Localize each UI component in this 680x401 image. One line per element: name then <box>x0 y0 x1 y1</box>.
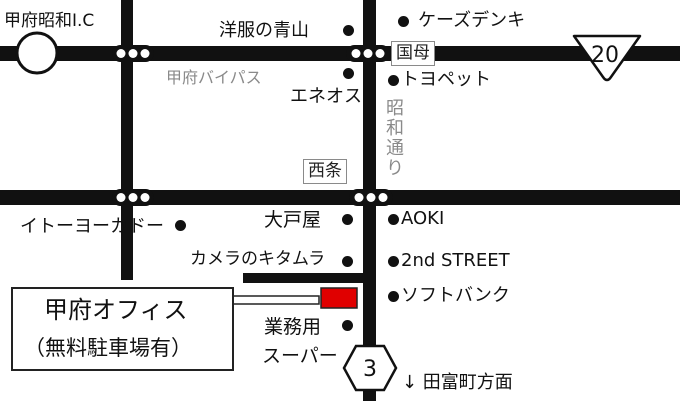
label-gyomu-super-line1: 業務用 <box>264 316 322 338</box>
label-kssdenki: ケーズデンキ <box>418 10 526 31</box>
label-tatomi-direction: ↓ 田富町方面 <box>402 372 513 393</box>
label-ootoya: 大戸屋 <box>264 209 322 231</box>
label-aoki: AOKI <box>401 208 445 229</box>
office-callout-line <box>234 295 320 305</box>
office-name: 甲府オフィス <box>44 296 188 324</box>
ic-label: 甲府昭和I.C <box>4 11 95 31</box>
label-kofu-bypass: 甲府バイパス <box>166 68 262 87</box>
label-kitamura: カメラのキタムラ <box>190 249 326 269</box>
traffic-signal-kokubo <box>346 45 390 62</box>
dot-eneos <box>343 68 354 79</box>
route-3-number: 3 <box>363 357 377 382</box>
office-callout <box>11 287 234 371</box>
middle-road <box>0 190 680 205</box>
dot-aoki <box>388 214 399 225</box>
label-second-street: 2nd STREET <box>401 250 510 271</box>
label-showa-dori: 昭和通り <box>386 98 404 179</box>
label-yofuku-aoyama: 洋服の青山 <box>219 20 309 41</box>
intersection-saijo: 西条 <box>303 159 347 184</box>
traffic-signal-saijo <box>349 189 393 206</box>
office-marker <box>320 287 358 309</box>
route-20-sign <box>572 34 642 82</box>
dot-kssdenki <box>398 16 409 27</box>
dot-itoyokado <box>175 220 186 231</box>
left-road <box>121 0 133 280</box>
route-20-number: 20 <box>591 43 619 68</box>
dot-ootoya <box>342 214 353 225</box>
dot-kitamura <box>342 256 353 267</box>
dot-second-street <box>388 256 399 267</box>
dot-toyopet <box>388 75 399 86</box>
office-parking-note: （無料駐車場有） <box>24 336 192 360</box>
side-street <box>243 273 363 283</box>
dot-gyomu-super <box>342 320 353 331</box>
kofu-bypass-road <box>0 46 680 61</box>
label-itoyokado: イトーヨーカドー <box>20 216 164 237</box>
label-eneos: エネオス <box>290 86 362 107</box>
label-gyomu-super-line2: スーパー <box>262 345 338 367</box>
dot-yofuku-aoyama <box>343 25 354 36</box>
route-3-sign <box>342 344 398 392</box>
dot-softbank <box>388 291 399 302</box>
intersection-kokubo: 国母 <box>391 41 435 66</box>
label-softbank: ソフトバンク <box>401 285 510 306</box>
ic-circle <box>15 31 59 75</box>
label-toyopet: トヨペット <box>401 69 491 90</box>
traffic-signal-top-left <box>112 45 154 62</box>
traffic-signal-middle-left <box>112 189 154 206</box>
